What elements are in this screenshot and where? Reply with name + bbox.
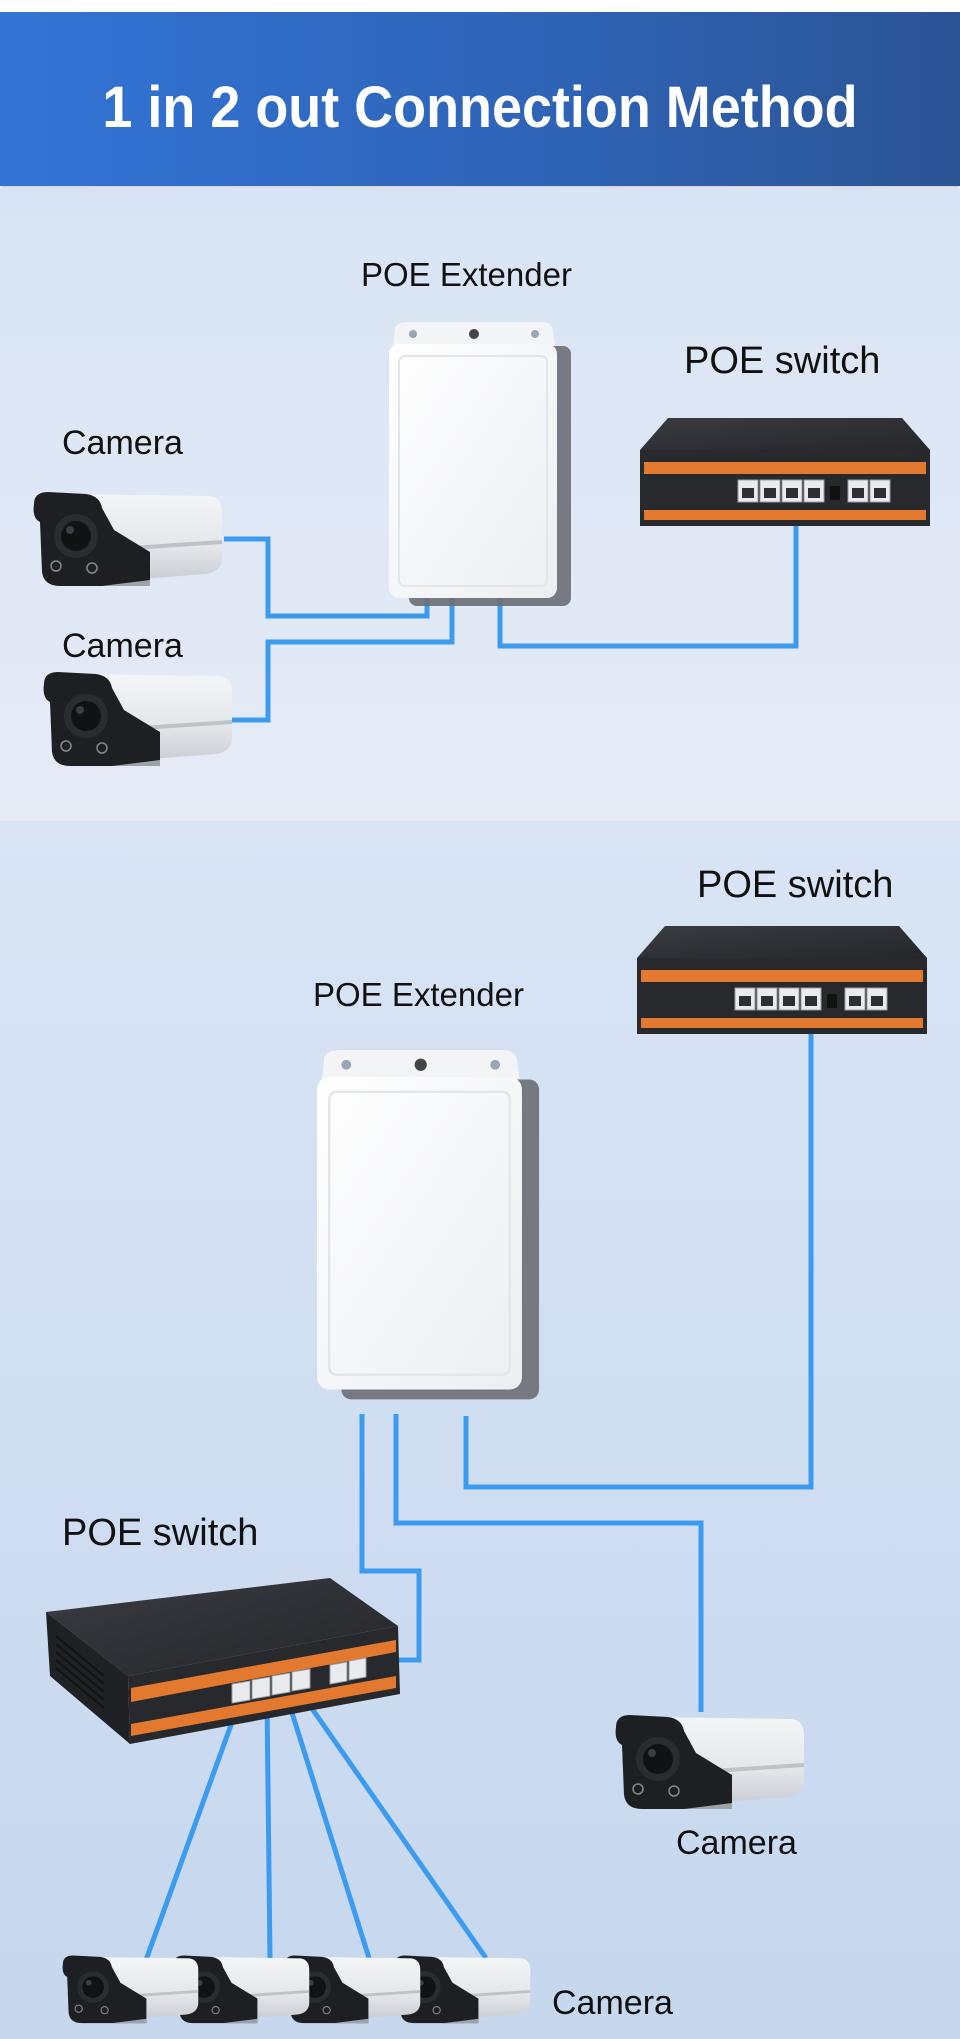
- bottom-poe-extender: [315, 1048, 541, 1401]
- top-camera-1: [32, 491, 223, 587]
- bottom-upstream-poe-switch: [636, 925, 928, 1035]
- cable-switch-to-camera-1: [143, 1699, 243, 1961]
- bottom-extender-label: POE Extender: [313, 976, 524, 1013]
- row-camera-1: [62, 1954, 199, 2024]
- bottom-camera-row: [62, 1954, 531, 2024]
- bottom-camera-row-label: Camera: [552, 1984, 673, 2022]
- top-switch-label: POE switch: [684, 340, 881, 382]
- cable-extender-to-single-camera: [393, 1414, 704, 1712]
- bottom-downstream-switch-label: POE switch: [62, 1512, 259, 1554]
- cable-extender-to-downstream-switch: [359, 1414, 422, 1663]
- cable-extender-to-upstream-switch: [463, 1030, 814, 1490]
- top-poe-switch: [639, 417, 931, 527]
- bottom-single-camera: [614, 1714, 805, 1810]
- top-camera-label-2: Camera: [62, 627, 183, 665]
- cable-switch-to-camera-4: [303, 1698, 489, 1960]
- cable-switch-to-camera-3: [285, 1699, 372, 1959]
- cable-camera2-to-extender: [228, 585, 455, 723]
- page-title: 1 in 2 out Connection Method: [102, 75, 858, 140]
- top-extender-label: POE Extender: [361, 256, 572, 293]
- top-poe-extender: [388, 321, 572, 607]
- top-camera-2: [42, 671, 233, 767]
- bottom-downstream-poe-switch: [46, 1578, 400, 1744]
- bottom-cables: [143, 1030, 814, 1961]
- top-camera-label-1: Camera: [62, 424, 183, 462]
- bottom-upstream-switch-label: POE switch: [697, 864, 894, 906]
- cable-extender-to-switch: [497, 520, 799, 649]
- title-banner: 1 in 2 out Connection Method: [0, 12, 960, 186]
- bottom-single-camera-label: Camera: [676, 1824, 797, 1862]
- cable-switch-to-camera-2: [264, 1699, 273, 1959]
